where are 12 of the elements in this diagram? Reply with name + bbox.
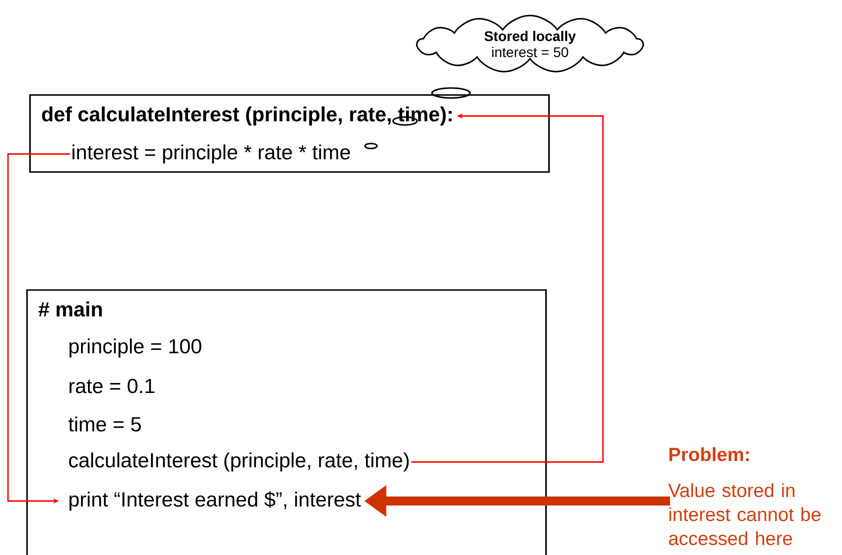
code-line: print “Interest earned $”, interest bbox=[70, 491, 361, 511]
code-line: # main bbox=[38, 301, 102, 317]
code-line: time = 5 bbox=[68, 416, 141, 432]
problem-note: Problem: Value stored in interest cannot be accessed here bbox=[668, 447, 820, 546]
code-line: calculateInterest (principle, rate, time) bbox=[69, 452, 409, 472]
thought-cloud: Stored locally interest = 50 bbox=[416, 14, 644, 72]
code-line: interest = principle * rate * time bbox=[72, 144, 350, 164]
code-line: principle = 100 bbox=[70, 338, 202, 358]
code-line: rate = 0.1 bbox=[70, 378, 154, 394]
code-box bbox=[26, 289, 547, 555]
code-box bbox=[29, 94, 550, 173]
code-line: def calculateInterest (principle, rate, time): bbox=[42, 106, 452, 126]
